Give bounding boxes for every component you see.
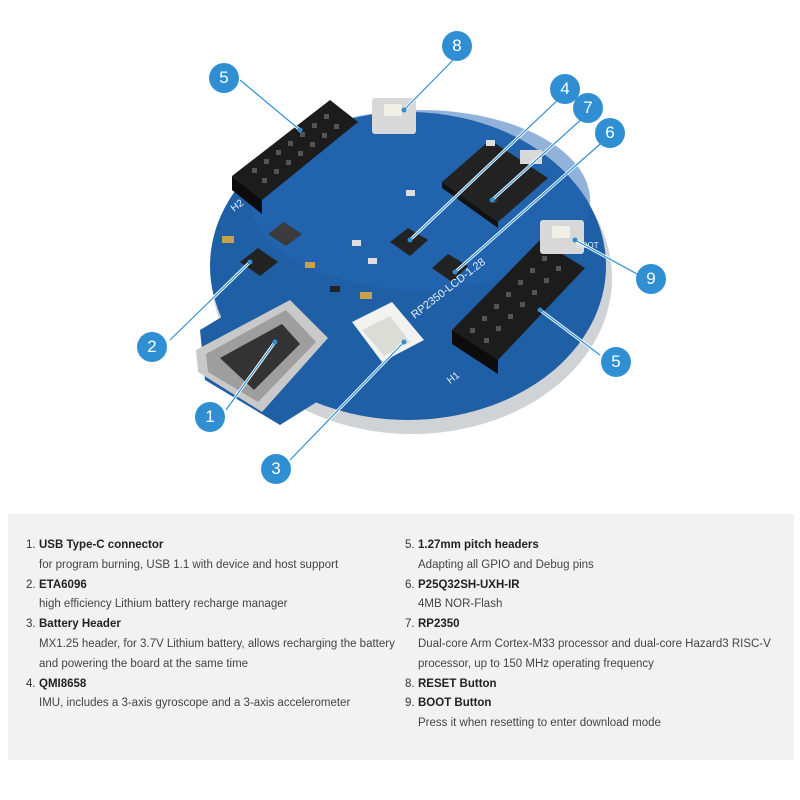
item-title: QMI8658	[39, 677, 87, 690]
item-number: 5.	[405, 539, 415, 551]
item-number: 2.	[26, 578, 36, 591]
item-title: RESET Button	[418, 677, 497, 690]
item-title: 1.27mm pitch headers	[418, 539, 539, 551]
board-figure: RP2350-LCD-1.28 H1 H2 BOOT	[137, 31, 666, 484]
item-description: and powering the board at the same time	[39, 657, 249, 670]
item-title: Battery Header	[39, 618, 121, 631]
item-number: 4.	[26, 677, 36, 690]
item-number: 6.	[405, 578, 415, 591]
item-number: 9.	[405, 697, 415, 710]
battery-header	[352, 302, 424, 362]
legend-left-column: 1.USB Type-C connector for program burni…	[26, 536, 396, 714]
feature-legend: 1.USB Type-C connector for program burni…	[8, 514, 794, 760]
item-title: BOOT Button	[418, 697, 492, 710]
inductor	[268, 222, 302, 246]
callout-6: 6	[595, 118, 625, 148]
legend-item-9: 9.BOOT Button Press it when resetting to…	[405, 694, 785, 734]
eta6096-chip	[240, 248, 278, 276]
item-description: high efficiency Lithium battery recharge…	[39, 598, 288, 611]
item-description: Dual-core Arm Cortex-M33 processor and d…	[418, 637, 771, 650]
item-description: IMU, includes a 3-axis gyroscope and a 3…	[39, 697, 351, 710]
flash-chip	[432, 254, 468, 282]
item-title: P25Q32SH-UXH-IR	[418, 578, 520, 591]
legend-item-5: 5.1.27mm pitch headers Adapting all GPIO…	[405, 536, 785, 576]
leader-lines	[169, 57, 638, 461]
item-title: USB Type-C connector	[39, 539, 164, 551]
legend-item-6: 6.P25Q32SH-UXH-IR 4MB NOR-Flash	[405, 576, 785, 616]
item-number: 1.	[26, 539, 36, 551]
item-description: 4MB NOR-Flash	[418, 598, 503, 611]
h1-header	[452, 240, 585, 374]
legend-item-3: 3.Battery Header MX1.25 header, for 3.7V…	[26, 615, 396, 674]
callout-3: 3	[261, 454, 291, 484]
legend-item-2: 2.ETA6096 high efficiency Lithium batter…	[26, 576, 396, 616]
board-illustration: RP2350-LCD-1.28 H1 H2 BOOT	[168, 56, 638, 462]
item-number: 3.	[26, 618, 36, 631]
callout-7: 7	[573, 93, 603, 123]
callout-2: 2	[137, 332, 167, 362]
leader-dots	[247, 107, 578, 345]
legend-item-8: 8.RESET Button	[405, 675, 785, 695]
callout-8: 8	[442, 31, 472, 61]
item-description: MX1.25 header, for 3.7V Lithium battery,…	[39, 637, 395, 650]
legend-item-4: 4.QMI8658 IMU, includes a 3-axis gyrosco…	[26, 675, 396, 715]
item-number: 7.	[405, 618, 415, 631]
callout-5-bottom: 5	[601, 347, 631, 377]
item-title: RP2350	[418, 618, 460, 631]
callout-5-top: 5	[209, 63, 239, 93]
legend-right-column: 5.1.27mm pitch headers Adapting all GPIO…	[405, 536, 785, 734]
boot-button	[540, 220, 584, 254]
item-number: 8.	[405, 677, 415, 690]
item-description: for program burning, USB 1.1 with device…	[39, 558, 339, 571]
item-description: Adapting all GPIO and Debug pins	[418, 558, 594, 571]
h2-header	[232, 100, 358, 214]
legend-item-7: 7.RP2350 Dual-core Arm Cortex-M33 proces…	[405, 615, 785, 674]
callout-9: 9	[636, 264, 666, 294]
item-title: ETA6096	[39, 578, 87, 591]
smd-components	[222, 140, 495, 299]
legend-item-1: 1.USB Type-C connector for program burni…	[26, 536, 396, 576]
item-description: processor, up to 150 MHz operating frequ…	[418, 657, 654, 670]
usb-c-connector	[196, 300, 328, 412]
callout-1: 1	[195, 402, 225, 432]
item-description: Press it when resetting to enter downloa…	[418, 717, 661, 730]
